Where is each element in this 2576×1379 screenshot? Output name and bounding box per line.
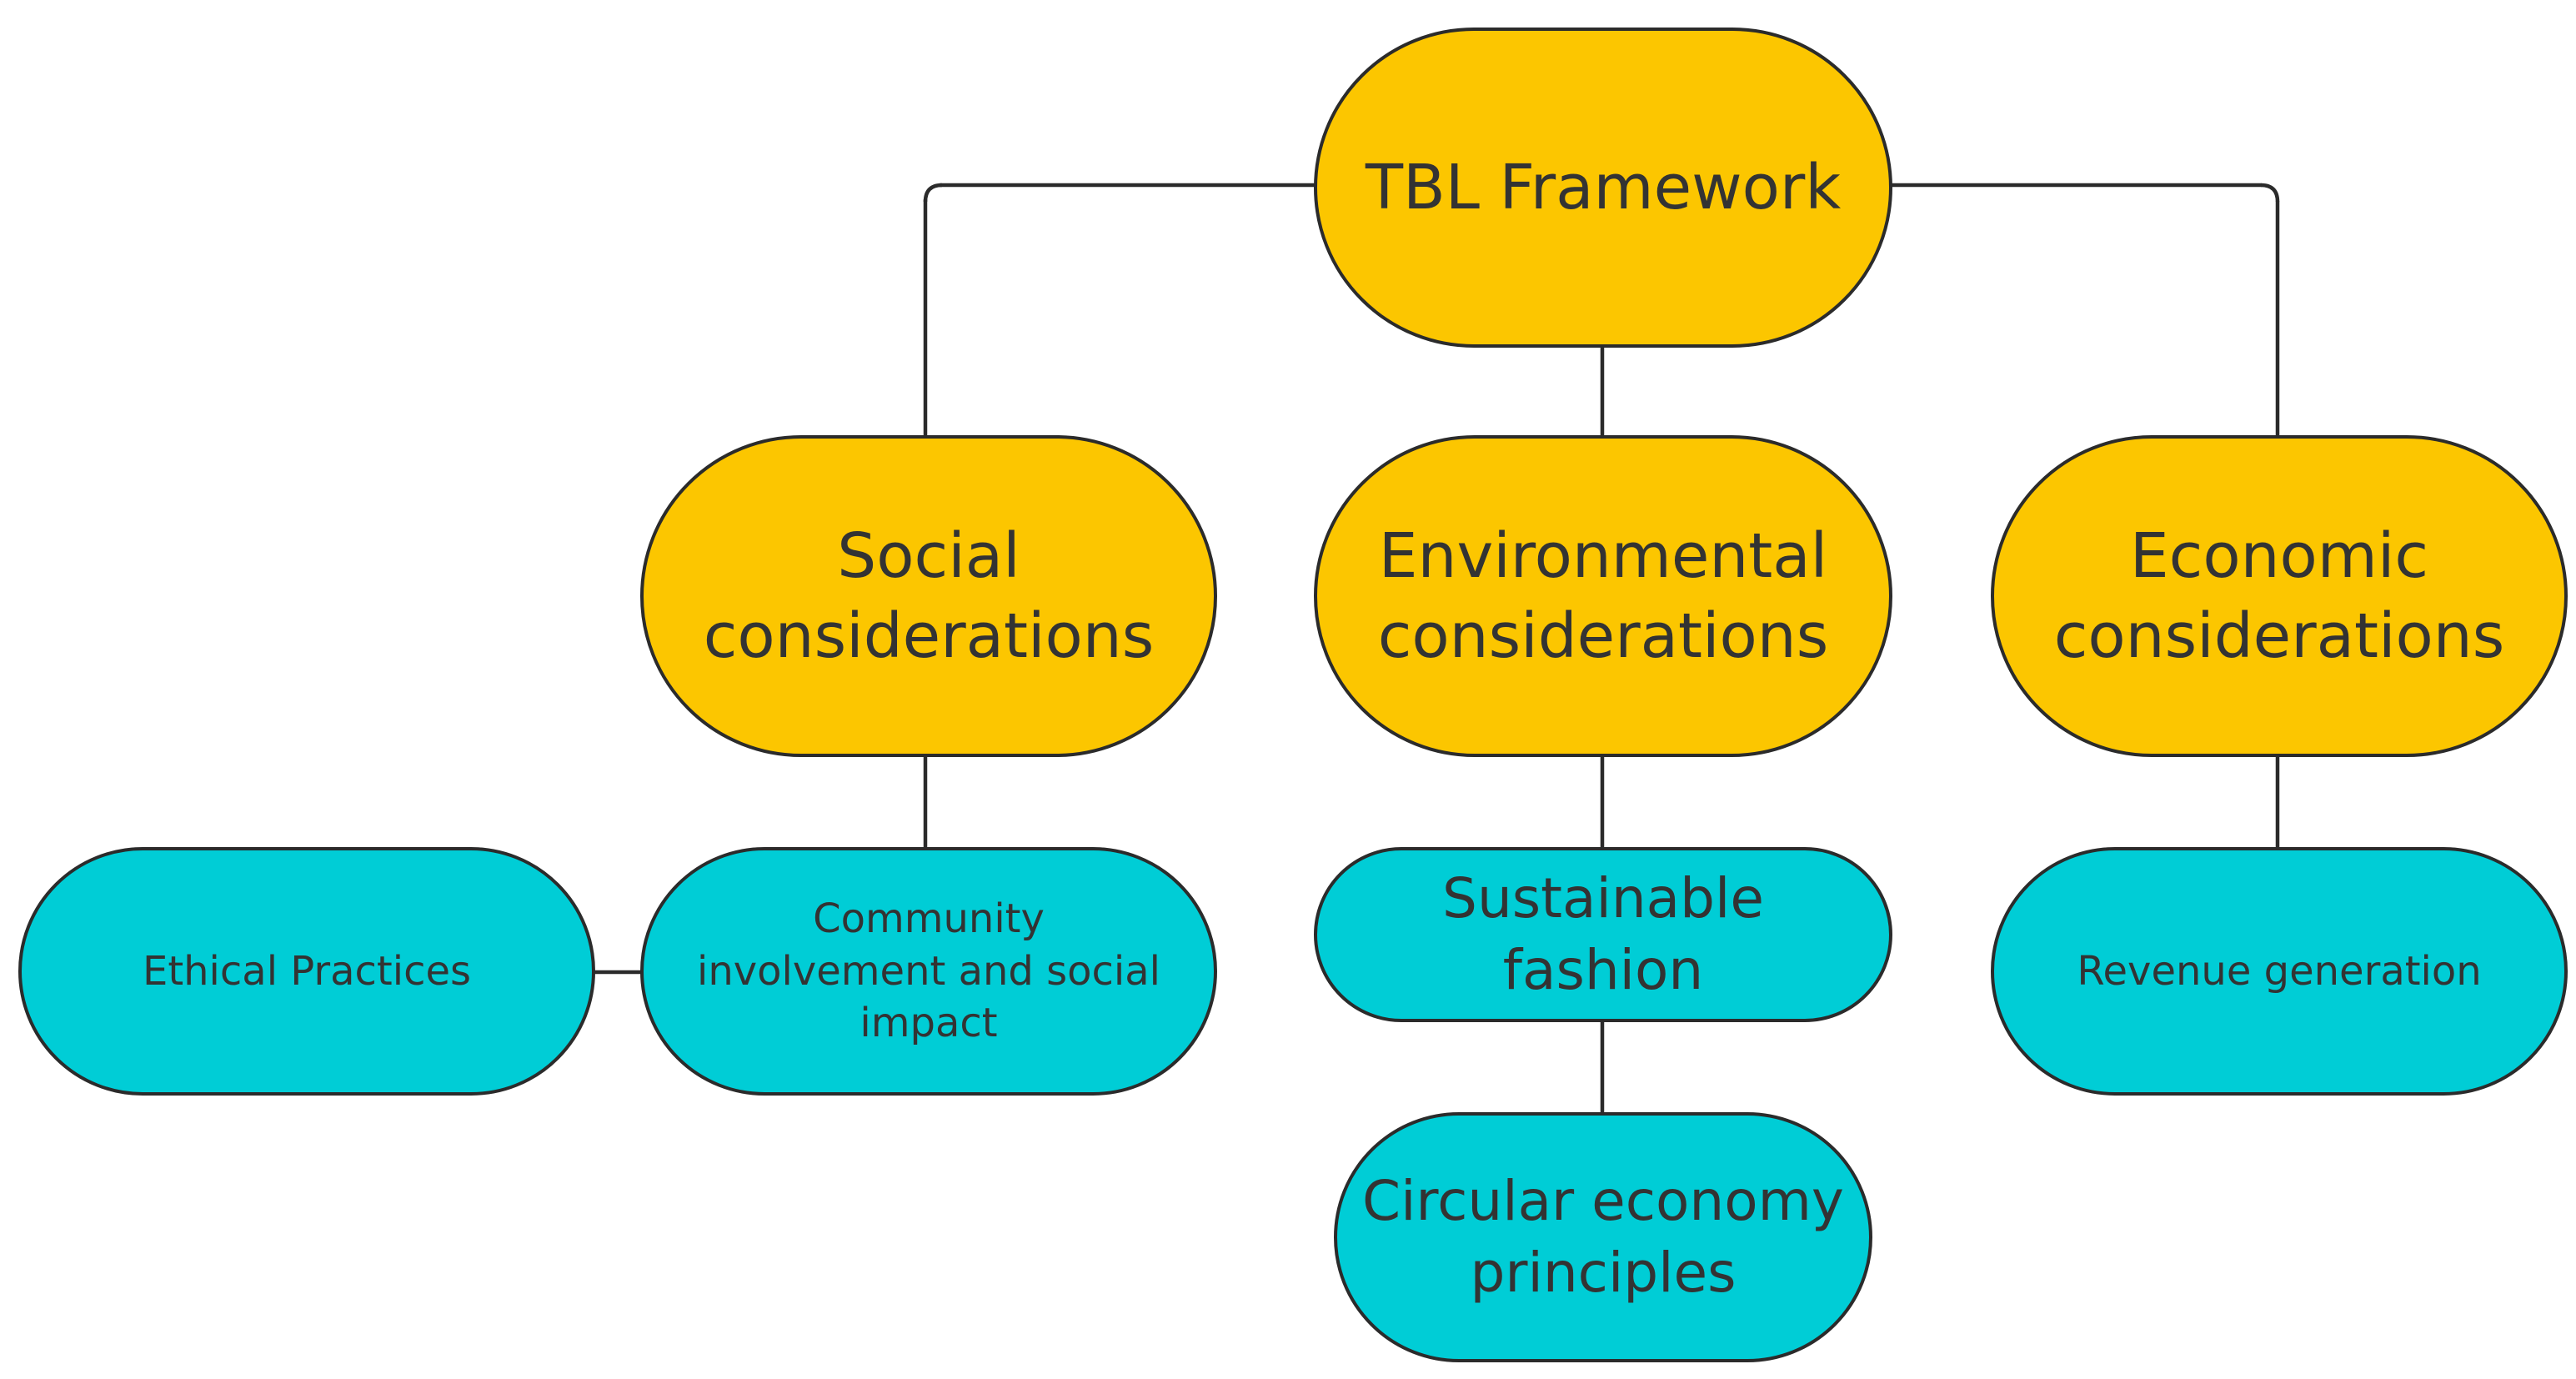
node-tbl-framework-label: TBL Framework (1365, 151, 1842, 223)
node-environmental-considerations-label: Environmental considerations (1377, 519, 1829, 672)
node-economic-considerations: Economic considerations (1991, 435, 2568, 757)
node-revenue-generation-label: Revenue generation (2077, 947, 2482, 995)
edge-root-social-corner (923, 183, 943, 203)
node-ethical-practices: Ethical Practices (18, 847, 595, 1096)
node-social-considerations-label: Social considerations (703, 519, 1155, 672)
node-tbl-framework: TBL Framework (1314, 28, 1892, 348)
node-community-involvement: Community involvement and social impact (640, 847, 1217, 1096)
node-environmental-considerations: Environmental considerations (1314, 435, 1892, 757)
node-sustainable-fashion-label: Sustainable fashion (1442, 866, 1764, 1002)
node-circular-economy-label: Circular economy principles (1362, 1169, 1844, 1305)
node-ethical-practices-label: Ethical Practices (142, 947, 472, 995)
node-economic-considerations-label: Economic considerations (2053, 519, 2505, 672)
node-circular-economy: Circular economy principles (1334, 1112, 1872, 1362)
node-community-involvement-label: Community involvement and social impact (696, 895, 1160, 1047)
node-social-considerations: Social considerations (640, 435, 1217, 757)
node-sustainable-fashion: Sustainable fashion (1314, 847, 1892, 1022)
node-revenue-generation: Revenue generation (1991, 847, 2568, 1096)
edge-root-economic-corner (2260, 183, 2280, 203)
